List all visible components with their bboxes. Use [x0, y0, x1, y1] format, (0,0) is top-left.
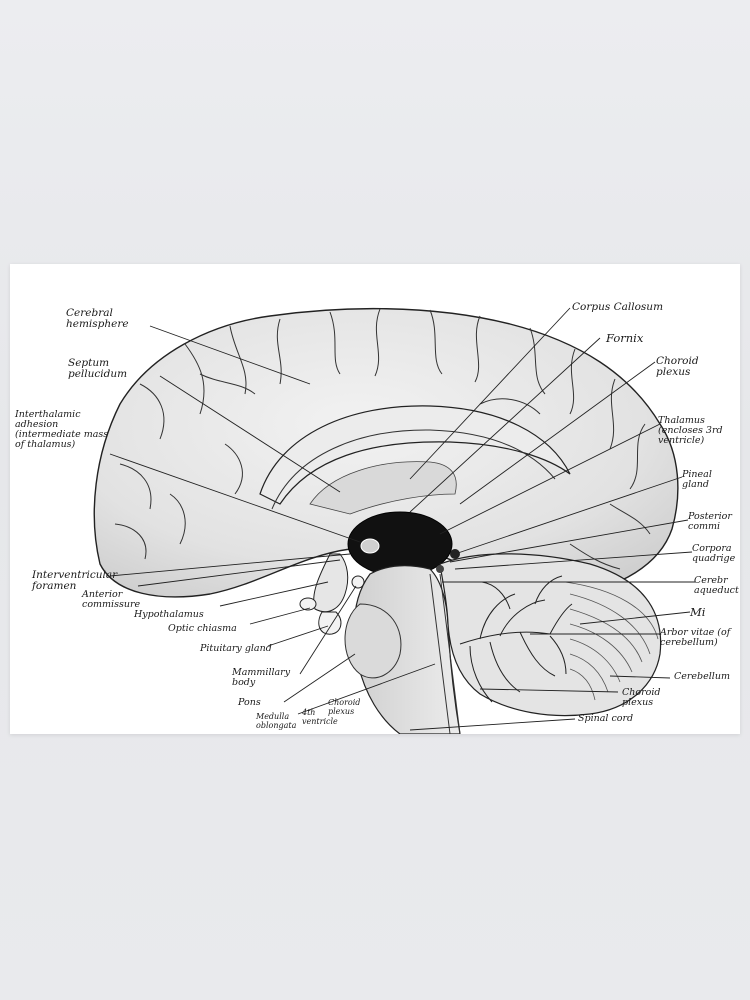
label-interventricular-foramen: Interventricular foramen: [32, 569, 118, 592]
label-cerebellum: Cerebellum: [674, 671, 730, 682]
sulci-lines: [114, 308, 651, 570]
label-pons: Pons: [238, 697, 261, 708]
label-fornix: Fornix: [606, 331, 644, 345]
label-interthalamic-adhesion: Interthalamic adhesion (intermediate mas…: [15, 409, 109, 450]
mammillary-body-shape: [351, 575, 365, 589]
poster: Cerebral hemisphere Septum pellucidum In…: [10, 264, 740, 734]
label-spinal-cord: Spinal cord: [578, 713, 634, 724]
label-fourth-ventricle: 4th ventricle: [302, 708, 338, 726]
cerebrum-outline: [93, 307, 679, 598]
label-corpus-callosum: Corpus Callosum: [572, 301, 664, 313]
cerebellum: [439, 553, 662, 717]
spinal-canal: [429, 573, 451, 734]
septum-pellucidum: [309, 461, 457, 515]
label-choroid-plexus-lower-left: Choroid plexus: [328, 698, 361, 716]
label-cerebral-aqueduct: Cerebr aqueduct: [694, 575, 739, 596]
label-choroid-plexus-top: Choroid plexus: [656, 355, 699, 378]
label-mammillary-body: Mammillary body: [232, 667, 291, 688]
pituitary-gland-shape: [318, 611, 342, 635]
pons-bulge: [344, 603, 402, 679]
label-corpora-quadrigemina: Corpora quadrige: [692, 543, 736, 564]
arbor-vitae: [459, 575, 573, 703]
label-posterior-commissure: Posterior commi: [688, 511, 732, 532]
interthalamic-adhesion-shape: [360, 538, 380, 554]
label-pineal-gland: Pineal gland: [682, 469, 712, 490]
label-pituitary-gland: Pituitary gland: [200, 643, 272, 654]
brain-illustration: [93, 307, 695, 734]
label-cerebral-hemisphere: Cerebral hemisphere: [66, 307, 129, 330]
label-hypothalamus: Hypothalamus: [134, 609, 204, 620]
leader-lines: [109, 307, 695, 731]
label-thalamus: Thalamus (encloses 3rd ventricle): [658, 415, 723, 446]
label-choroid-plexus-bottom: Choroid plexus: [622, 687, 661, 708]
label-anterior-commissure: Anterior commissure: [82, 589, 141, 610]
label-midbrain: Mi: [690, 605, 706, 619]
label-arbor-vitae: Arbor vitae (of cerebellum): [660, 627, 731, 648]
label-optic-chiasma: Optic chiasma: [168, 623, 237, 634]
label-medulla-oblongata: Medulla oblongata: [256, 712, 297, 730]
corpus-callosum: [259, 405, 571, 505]
optic-chiasma-shape: [299, 597, 317, 611]
label-septum-pellucidum: Septum pellucidum: [68, 357, 128, 380]
